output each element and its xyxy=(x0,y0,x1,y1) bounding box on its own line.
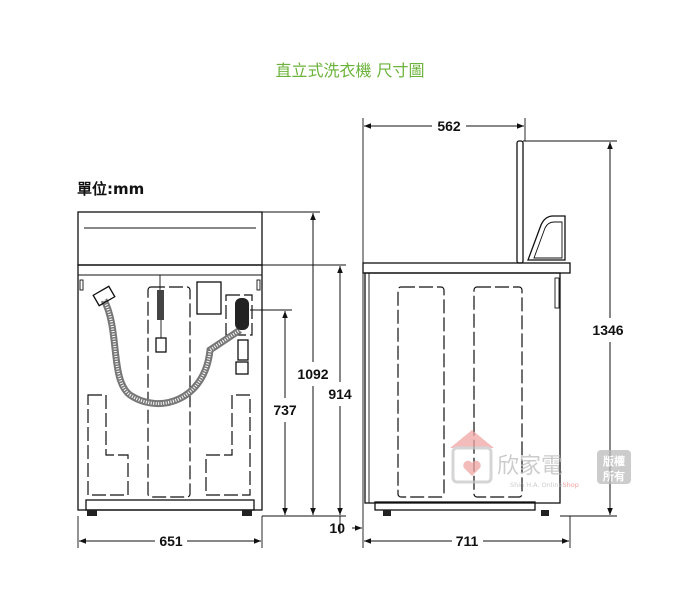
dim-drain-height: 737 xyxy=(273,402,297,418)
power-cord xyxy=(157,290,164,320)
watermark-sub: Shin H.A. OnlineShop xyxy=(510,481,579,489)
detergent-dispenser xyxy=(527,215,566,261)
watermark: 欣家電 Shin H.A. OnlineShop 版權 所有 xyxy=(450,430,631,489)
unit-label: 單位:mm xyxy=(77,180,144,198)
dim-wall-gap: 10 xyxy=(329,520,345,536)
dim-cabinet-height: 1092 xyxy=(297,366,328,382)
drain-hose xyxy=(100,298,242,407)
control-console xyxy=(516,140,524,264)
dim-back-width: 651 xyxy=(159,533,183,549)
svg-text:所有: 所有 xyxy=(603,469,625,483)
svg-text:版權: 版權 xyxy=(603,454,625,468)
dimension-lines xyxy=(79,123,613,544)
top-lid xyxy=(362,262,571,274)
dim-total-height: 1346 xyxy=(592,322,623,338)
watermark-brand: 欣家電 xyxy=(497,454,563,479)
washer-back-view xyxy=(77,211,263,516)
dim-side-depth: 711 xyxy=(456,533,479,549)
backsplash xyxy=(77,211,263,266)
heart-icon xyxy=(463,460,481,476)
dim-top-depth: 562 xyxy=(437,118,461,134)
diagram-title: 直立式洗衣機 尺寸圖 xyxy=(275,61,424,80)
dim-body-height: 914 xyxy=(328,386,352,402)
shop-awning-icon xyxy=(450,430,494,448)
extension-lines xyxy=(77,118,617,548)
